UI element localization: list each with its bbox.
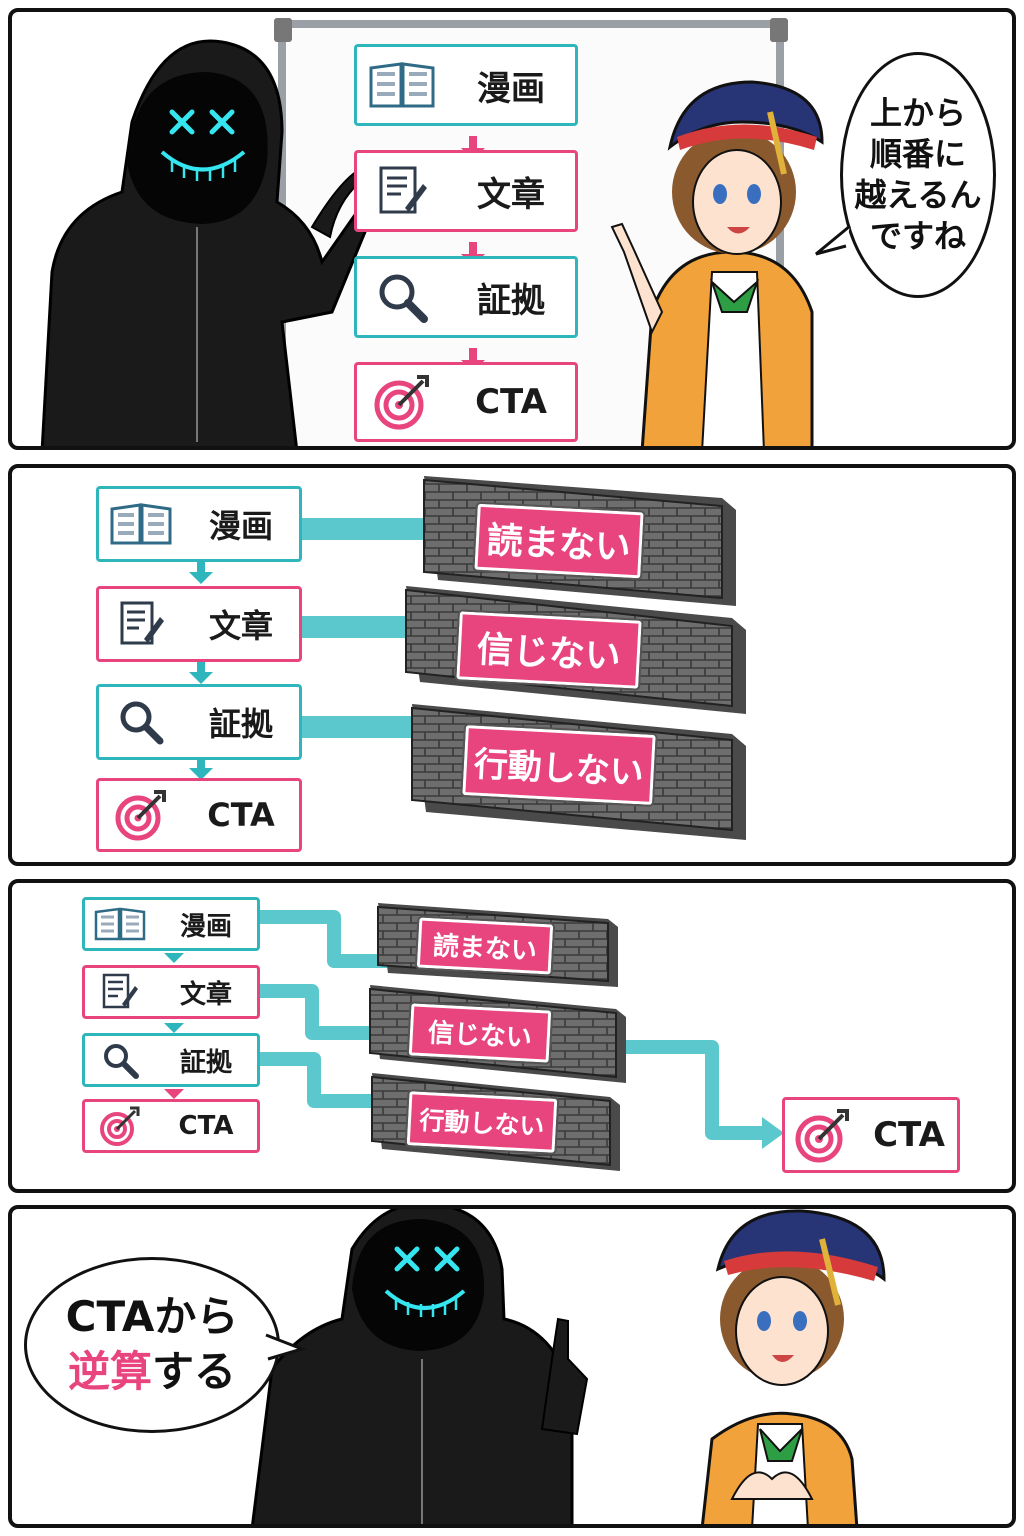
wall-sign-dont-act: 行動しない: [404, 1088, 560, 1156]
target-arrow-icon: [795, 1109, 849, 1163]
connector-lines: [302, 518, 424, 738]
comic-panel-2: 漫画 文章 証拠 CTA 読まない 信じない 行動しない: [8, 464, 1016, 866]
down-arrows: [189, 562, 213, 780]
comic-panel-1: 漫画 文章 証拠 CTA 上から 順番に 越えるん ですね: [8, 8, 1016, 450]
goal-cta-box: CTA: [782, 1097, 960, 1173]
document-pencil-icon: [120, 601, 164, 645]
step-box-cta: CTA: [354, 362, 578, 442]
bubble-tail: [265, 1333, 306, 1361]
detour-paths: [260, 910, 764, 1140]
wall-sign-dont-read: 読まない: [472, 501, 646, 581]
step-label: 証拠: [208, 705, 273, 743]
step-box-evidence: 証拠: [96, 684, 302, 760]
manga-book-icon: [369, 62, 435, 108]
wall-sign-label: 行動しない: [472, 744, 645, 793]
wall-sign-label: 読まない: [485, 520, 632, 569]
comic-panel-4: CTAから 逆算する: [8, 1205, 1016, 1528]
wall-sign-dont-believe: 信じない: [406, 1001, 554, 1065]
speech-line-2: 逆算する: [66, 1345, 239, 1400]
wall-sign-label: 信じない: [475, 629, 622, 678]
step-box-cta: CTA: [82, 1099, 260, 1153]
manga-book-icon: [94, 907, 146, 941]
wall-sign-dont-read: 読まない: [414, 915, 556, 977]
step-label: CTA: [207, 796, 275, 834]
hooded-figure: [251, 1209, 589, 1524]
comic-panel-3: 漫画 文章 証拠 CTA 読まない 信じない 行動しない CTA: [8, 879, 1016, 1193]
target-arrow-icon: [115, 790, 166, 841]
step-box-cta: CTA: [96, 778, 302, 852]
step-label: 文章: [477, 174, 545, 215]
step-label: 文章: [208, 607, 273, 645]
step-box-manga: 漫画: [96, 486, 302, 562]
step-label: 漫画: [179, 911, 232, 942]
speech-text: 上から 順番に 越えるん ですね: [854, 94, 982, 255]
step-box-manga: 漫画: [82, 897, 260, 951]
step-label: 証拠: [179, 1047, 232, 1078]
wall-sign-dont-act: 行動しない: [460, 722, 658, 808]
magnifier-icon: [104, 1044, 139, 1079]
speech-line-2-rest: する: [152, 1347, 237, 1396]
step-label: CTA: [178, 1111, 234, 1141]
panel-4-art: [251, 1209, 886, 1524]
step-box-text: 文章: [354, 150, 578, 232]
wall-sign-label: 読まない: [432, 930, 538, 967]
bubble-tail: [815, 224, 851, 256]
down-arrows: [164, 953, 184, 1099]
wall-sign-label: 行動しない: [418, 1105, 546, 1142]
step-label: CTA: [475, 382, 547, 422]
step-label: 漫画: [477, 68, 545, 109]
speech-bubble-girl: 上から 順番に 越えるん ですね: [840, 52, 996, 298]
step-label: 漫画: [208, 507, 273, 545]
step-box-evidence: 証拠: [354, 256, 578, 338]
beret-girl: [701, 1209, 886, 1524]
step-label: 証拠: [477, 280, 545, 321]
document-pencil-icon: [102, 973, 138, 1009]
target-arrow-icon: [374, 375, 429, 430]
step-box-text: 文章: [82, 965, 260, 1019]
step-box-text: 文章: [96, 586, 302, 662]
speech-bubble-hooded: CTAから 逆算する: [24, 1257, 280, 1433]
goal-label: CTA: [873, 1115, 945, 1155]
goal-arrowhead: [762, 1117, 784, 1149]
target-arrow-icon: [100, 1106, 140, 1146]
speech-accent-word: 逆算: [67, 1347, 152, 1396]
manga-book-icon: [110, 503, 172, 545]
magnifier-icon: [379, 274, 428, 323]
step-label: 文章: [179, 979, 232, 1010]
step-box-manga: 漫画: [354, 44, 578, 126]
wall-sign-dont-believe: 信じない: [454, 609, 644, 691]
step-box-evidence: 証拠: [82, 1033, 260, 1087]
hooded-figure: [40, 39, 369, 446]
speech-line-1: CTAから: [65, 1292, 239, 1342]
document-pencil-icon: [379, 166, 427, 214]
magnifier-icon: [120, 701, 164, 745]
beret-girl: [610, 80, 824, 446]
wall-sign-label: 信じない: [427, 1017, 533, 1054]
